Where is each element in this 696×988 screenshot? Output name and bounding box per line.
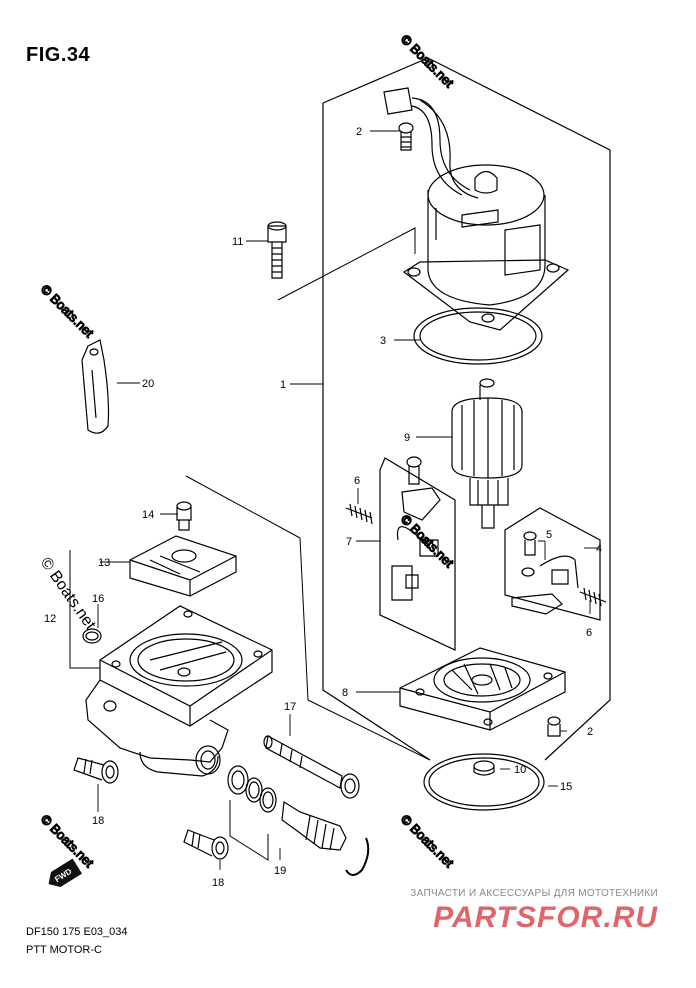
o-ring-15 (423, 753, 545, 811)
bolt-17 (263, 735, 360, 799)
brush-part-4 (511, 531, 579, 615)
cover-13 (129, 535, 237, 597)
o-ring-16 (82, 628, 102, 644)
callout-15: 15 (560, 781, 572, 793)
group-4-frame (504, 507, 601, 621)
watermark-text: © Boats.net (398, 32, 457, 91)
bracket-12 (69, 550, 100, 669)
group-7-frame (379, 457, 456, 651)
callout-16: 16 (92, 593, 104, 605)
callout-1: 1 (280, 379, 286, 391)
callout-8: 8 (342, 687, 348, 699)
callout-18-lower: 18 (212, 877, 224, 889)
o-ring-3 (413, 307, 543, 365)
brush-plate-8 (399, 647, 566, 731)
callout-5: 5 (546, 529, 552, 541)
brush-part-7 (391, 456, 441, 601)
shop-tagline: ЗАПЧАСТИ И АКСЕССУАРЫ ДЛЯ МОТОТЕХНИКИ (410, 888, 658, 899)
spring-6-left (345, 503, 373, 525)
callout-19: 19 (274, 865, 286, 877)
pump-body (85, 605, 273, 777)
bolt-18-lower (183, 829, 229, 860)
callout-10: 10 (514, 764, 526, 776)
callout-14: 14 (142, 509, 154, 521)
assembly-1-frame (322, 57, 611, 761)
callout-3: 3 (380, 335, 386, 347)
watermark-text: © Boats.net (398, 812, 457, 871)
shop-banner: ЗАПЧАСТИ И АКСЕССУАРЫ ДЛЯ МОТОТЕХНИКИ PA… (410, 888, 658, 935)
spring-6-right (579, 587, 607, 607)
callout-6: 6 (354, 475, 360, 487)
motor-housing (383, 87, 570, 331)
valve-set-19 (227, 765, 370, 876)
diagram-code: DF150 175 E03_034 (26, 926, 128, 938)
callout-12: 12 (44, 613, 56, 625)
callout-2: 2 (356, 126, 362, 138)
callout-11: 11 (232, 236, 243, 248)
callout-9: 9 (404, 432, 410, 444)
figure-title: FIG.34 (26, 44, 91, 66)
diagram-name: PTT MOTOR-C (26, 944, 102, 956)
bracket-20 (81, 339, 110, 434)
watermarks: © Boats.net © Boats.net © Boats.net © Bo… (37, 31, 457, 871)
callouts: 2 11 3 1 9 6 7 4 5 6 8 2 10 15 20 14 13 … (44, 126, 602, 889)
plug-14 (176, 501, 192, 531)
callout-17: 17 (284, 701, 296, 713)
watermark-text: © Boats.net (38, 282, 97, 341)
callout-20: 20 (142, 378, 154, 390)
watermark-text: © Boats.net (398, 512, 457, 571)
callout-18-upper: 18 (92, 815, 104, 827)
screw-2-top (398, 122, 414, 151)
bolt-11 (267, 221, 287, 279)
callout-4: 4 (596, 543, 602, 555)
callout-6-right: 6 (586, 627, 592, 639)
shop-logo: PARTSFOR.RU (433, 901, 658, 934)
bolt-18-upper (73, 757, 119, 784)
armature-9 (451, 378, 523, 529)
screw-2-bottom (547, 716, 561, 737)
callout-2-lower: 2 (587, 726, 593, 738)
callout-7: 7 (346, 536, 352, 548)
bracket-11 (277, 227, 416, 301)
seal-10 (473, 760, 495, 772)
leader-lines (97, 130, 600, 870)
assembly-1-frame-left (322, 103, 431, 761)
callout-13: 13 (98, 557, 110, 569)
